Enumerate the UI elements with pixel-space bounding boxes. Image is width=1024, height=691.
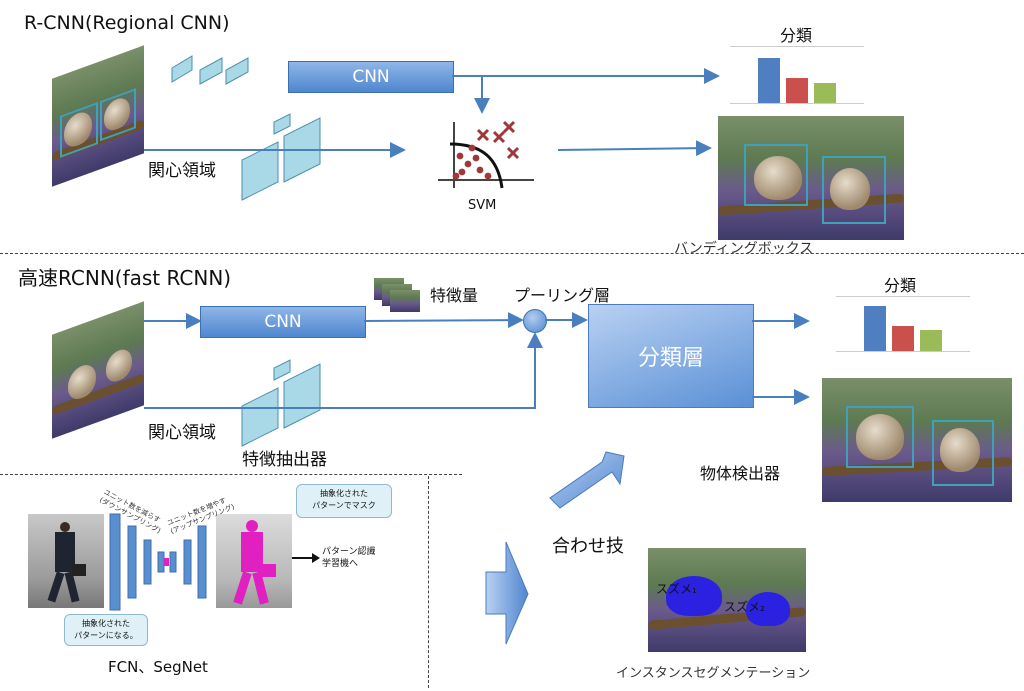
svm-plot: [438, 120, 534, 189]
fast-roi-label: 関心領域: [148, 423, 216, 443]
instance-mask-1: [666, 576, 722, 616]
rcnn-classify-chart: [730, 46, 864, 104]
fast-bbox-1: [846, 406, 914, 468]
combine-arrow-right: [485, 541, 529, 645]
fast-bbox-2: [932, 420, 994, 486]
fast-classify-title: 分類: [884, 276, 917, 295]
fcn-encoder-decoder-bars: [109, 513, 207, 611]
svm-label: SVM: [468, 198, 497, 213]
rcnn-bbox-1: [744, 144, 808, 206]
instance-mask-2: [746, 592, 790, 626]
rcnn-output-image: [718, 116, 904, 240]
combine-arrow-diagonal: [549, 451, 625, 509]
feature-label: 特徴量: [430, 286, 479, 305]
fcn-output-mask-photo: [216, 514, 292, 608]
rcnn-classify-title: 分類: [780, 26, 813, 45]
fast-bar-1: [864, 306, 886, 351]
fast-title: 高速RCNN(fast RCNN): [18, 266, 232, 290]
rcnn-bar-1: [758, 58, 780, 103]
fast-classify-chart: [836, 296, 970, 352]
instance-label-2: スズメ₂: [724, 600, 765, 614]
pooling-label: プーリング層: [514, 286, 611, 305]
fcn-output-arrow: [292, 553, 320, 563]
section-separator-vertical: [428, 476, 429, 688]
fast-bar-2: [892, 326, 914, 351]
instance-segmentation-image: スズメ₁ スズメ₂: [648, 548, 806, 652]
combo-label: 合わせ技: [552, 536, 624, 557]
rcnn-region-crops: [171, 55, 249, 85]
fcn-input-photo: [28, 514, 104, 608]
rcnn-roi-label: 関心領域: [148, 161, 216, 181]
section-separator-top: [0, 253, 1024, 254]
fast-cnn-box: CNN: [200, 306, 366, 338]
fcn-callout-top: 抽象化されたパターンでマスク: [296, 484, 392, 518]
instance-label-1: スズメ₁: [656, 582, 697, 596]
fast-bar-3: [920, 330, 942, 351]
fcn-callout-bottom: 抽象化されたパターンになる。: [64, 614, 148, 646]
rcnn-bar-2: [786, 78, 808, 103]
instance-caption: インスタンスセグメンテーション: [616, 666, 811, 681]
section-separator-bottom: [0, 474, 462, 475]
feature-map-thumbnail-3: [390, 290, 420, 312]
rcnn-title: R-CNN(Regional CNN): [24, 12, 230, 34]
rcnn-bbox-2: [822, 156, 886, 224]
fast-output-image: [822, 378, 1012, 502]
fcn-output-label: パターン認識学習機へ: [322, 547, 376, 569]
classify-layer-box: 分類層: [588, 304, 754, 408]
fcn-caption: FCN、SegNet: [108, 658, 208, 676]
detector-label: 物体検出器: [700, 464, 781, 483]
fast-roi-planes: [241, 359, 321, 447]
rcnn-bar-3: [814, 83, 836, 103]
extractor-label: 特徴抽出器: [242, 450, 327, 470]
